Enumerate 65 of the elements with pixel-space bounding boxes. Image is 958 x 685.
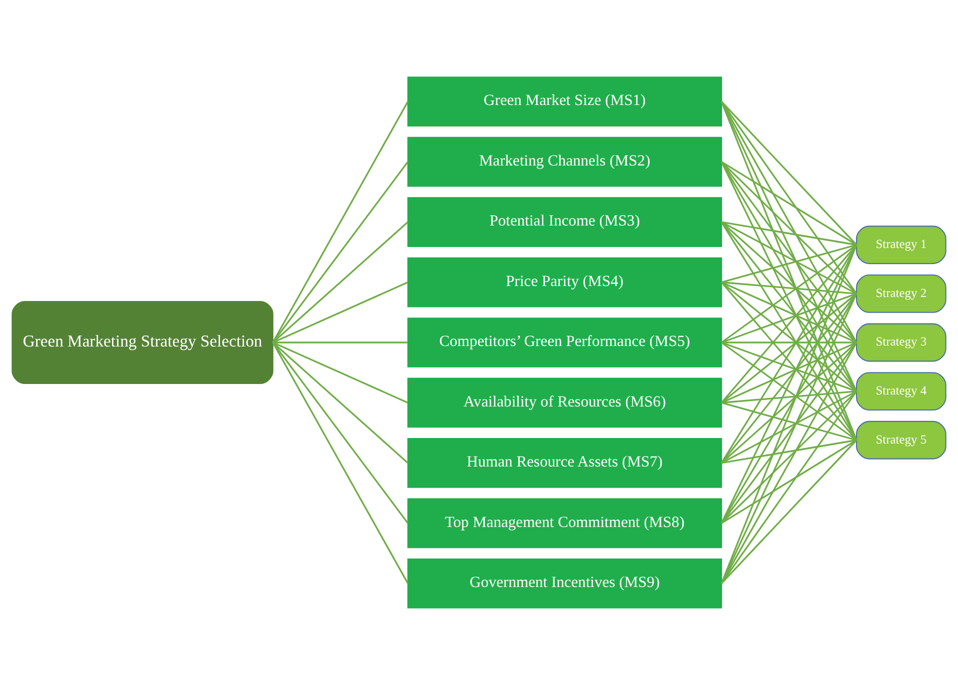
- connector: [720, 342, 858, 524]
- node-box: Potential Income (MS3): [407, 197, 722, 247]
- node-box: Strategy 2: [856, 274, 946, 313]
- connector: [720, 440, 858, 584]
- node-box: Green Market Size (MS1): [407, 76, 722, 126]
- node-box: Marketing Channels (MS2): [407, 136, 722, 187]
- node-box: Price Parity (MS4): [407, 257, 722, 308]
- connector: [721, 244, 857, 344]
- connector: [721, 161, 857, 246]
- connector: [720, 101, 858, 343]
- node-box: Competitors’ Green Performance (MS5): [407, 318, 722, 368]
- connector: [272, 342, 408, 464]
- connector: [721, 342, 857, 392]
- connector: [721, 342, 857, 404]
- connector: [272, 342, 408, 404]
- connector: [720, 293, 858, 404]
- connector: [720, 293, 858, 464]
- connector: [720, 161, 858, 343]
- connector: [720, 342, 858, 584]
- connector: [720, 244, 858, 404]
- connector: [720, 101, 858, 246]
- node-box: Green Marketing Strategy Selection: [12, 300, 274, 384]
- connector: [720, 390, 858, 584]
- connector: [720, 101, 858, 294]
- node-box: Top Management Commitment (MS8): [407, 498, 722, 548]
- connector: [720, 293, 858, 524]
- connector: [720, 161, 858, 392]
- connector: [721, 439, 857, 464]
- connector: [721, 390, 857, 464]
- connector: [721, 292, 857, 344]
- connector: [720, 244, 858, 524]
- connector: [721, 402, 857, 441]
- connector: [272, 342, 409, 524]
- connector: [720, 342, 858, 464]
- connector: [721, 281, 857, 295]
- connector: [721, 244, 857, 284]
- connector: [721, 390, 857, 404]
- connector: [721, 221, 857, 246]
- connector: [272, 342, 409, 584]
- connector: [720, 222, 858, 441]
- node-box: Availability of Resources (MS6): [407, 378, 722, 428]
- node-box: Government Incentives (MS9): [407, 558, 722, 608]
- node-box: Strategy 3: [856, 323, 946, 362]
- connector: [720, 282, 858, 441]
- connector: [722, 342, 856, 344]
- connector: [272, 101, 409, 343]
- connector: [720, 221, 858, 344]
- connector: [721, 439, 857, 524]
- connector: [721, 342, 857, 441]
- connector: [720, 390, 858, 524]
- connector: [720, 161, 858, 440]
- node-box: Strategy 5: [856, 420, 946, 460]
- connector: [272, 282, 408, 344]
- connector: [720, 161, 858, 294]
- connector: [721, 221, 857, 294]
- node-box: Strategy 1: [856, 226, 946, 264]
- connector: [272, 342, 408, 344]
- connector: [272, 161, 409, 343]
- connector: [720, 244, 858, 464]
- connector: [720, 222, 858, 392]
- connector: [272, 221, 408, 344]
- node-box: Human Resource Assets (MS7): [407, 438, 722, 488]
- connector: [720, 282, 858, 392]
- connector: [721, 282, 857, 344]
- node-box: Strategy 4: [856, 372, 946, 411]
